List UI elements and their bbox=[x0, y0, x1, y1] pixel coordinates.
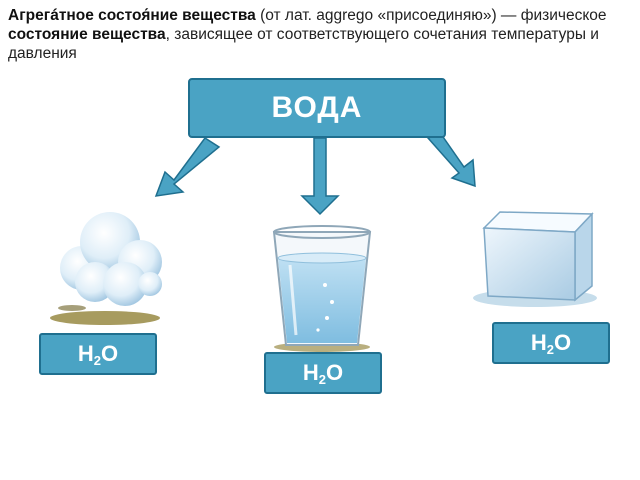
formula-sub: 2 bbox=[546, 342, 554, 357]
arrow-center bbox=[300, 137, 340, 216]
formula-main: H bbox=[302, 360, 319, 385]
vapor-formula-box: H2O bbox=[39, 333, 157, 375]
solid-formula-box: H2O bbox=[492, 322, 610, 364]
water-glass-image bbox=[272, 225, 372, 352]
vapor-cloud-image bbox=[50, 212, 162, 325]
formula-end: O bbox=[326, 360, 344, 385]
arrow-right bbox=[426, 133, 476, 188]
formula-sub: 2 bbox=[318, 372, 326, 387]
term-bold: Агрегáтное состоя́ние вещества bbox=[8, 7, 256, 24]
formula-sub: 2 bbox=[93, 353, 101, 368]
intro-part2: (от лат. aggrego «присоединяю») — физиче… bbox=[255, 7, 607, 24]
arrow-left bbox=[154, 136, 221, 197]
formula-end: O bbox=[101, 341, 119, 366]
intro-part3: , зависящее от соответствующего сочетани… bbox=[8, 26, 599, 62]
formula-main: H bbox=[530, 330, 547, 355]
formula-end: O bbox=[554, 330, 572, 355]
term2-bold: состояние вещества bbox=[8, 26, 166, 43]
ice-cube-image bbox=[473, 211, 597, 307]
liquid-formula-box: H2O bbox=[264, 352, 382, 394]
root-water-box: ВОДА bbox=[188, 78, 446, 138]
intro-text: Агрегáтное состоя́ние вещества (от лат. … bbox=[8, 6, 632, 63]
formula-main: H bbox=[77, 341, 94, 366]
